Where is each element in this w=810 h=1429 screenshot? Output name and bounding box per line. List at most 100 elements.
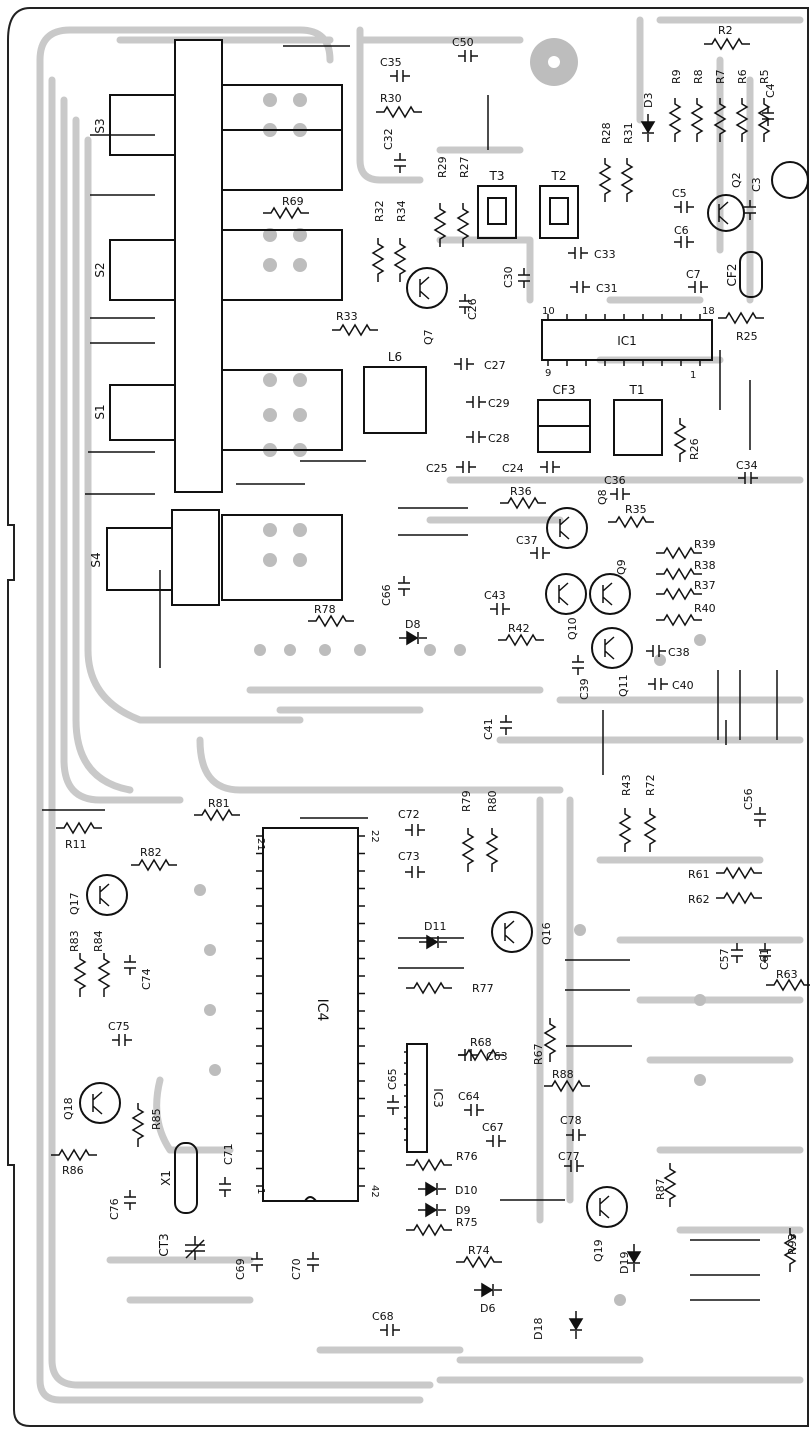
label-r82: R82 <box>140 846 162 859</box>
resistor-r36 <box>500 496 546 510</box>
resistor-r40 <box>656 613 702 627</box>
capacitor-c34 <box>738 472 758 484</box>
label-r25: R25 <box>736 330 758 343</box>
label-q11: Q11 <box>617 674 630 697</box>
label-r5: R5 <box>758 69 771 84</box>
label-r35: R35 <box>625 503 647 516</box>
capacitor-c40 <box>648 678 668 690</box>
resistor-r75 <box>406 1223 452 1237</box>
resistor-r62 <box>716 891 762 905</box>
label-l6: L6 <box>388 350 402 364</box>
label-c39: C39 <box>578 678 591 700</box>
label-x1: X1 <box>159 1170 173 1186</box>
capacitor-c6 <box>674 236 694 248</box>
label-r80: R80 <box>486 790 499 812</box>
label-c41: C41 <box>482 718 495 740</box>
t3 <box>477 185 517 239</box>
diode-d11 <box>419 934 447 950</box>
label-r7: R7 <box>714 69 727 84</box>
resistor-r83 <box>73 953 87 997</box>
label-r68: R68 <box>470 1036 492 1049</box>
label-d8: D8 <box>405 618 420 631</box>
resistor-r76 <box>406 1158 452 1172</box>
transistor-symbol <box>604 636 615 660</box>
transistor-symbol <box>718 201 729 225</box>
transistor-symbol <box>92 1091 103 1115</box>
diode-d3 <box>640 114 656 142</box>
pin-ic1-18: 18 <box>702 306 715 317</box>
resistor-r68 <box>458 1048 504 1062</box>
label-c73: C73 <box>398 850 420 863</box>
label-c71: C71 <box>222 1143 235 1165</box>
label-c64: C64 <box>458 1090 480 1103</box>
capacitor-c37 <box>530 547 550 559</box>
q9 <box>589 573 631 615</box>
label-c28: C28 <box>488 432 510 445</box>
pin-ic4-22: 22 <box>369 830 380 843</box>
resistor-r6 <box>735 98 749 142</box>
label-r81: R81 <box>208 797 230 810</box>
label-c5: C5 <box>672 187 687 200</box>
label-ic1: IC1 <box>617 334 637 348</box>
label-c57: C57 <box>718 948 731 970</box>
copper-traces <box>36 16 804 1404</box>
capacitor-c57 <box>731 943 743 963</box>
label-c30: C30 <box>502 266 515 288</box>
label-r26: R26 <box>688 438 701 460</box>
wire-links <box>42 45 778 1301</box>
capacitor-c38 <box>646 645 666 657</box>
label-r37: R37 <box>694 579 716 592</box>
label-ic3: IC3 <box>431 1088 445 1108</box>
label-r62: R62 <box>688 893 710 906</box>
capacitor-c61 <box>759 943 771 963</box>
label-r77: R77 <box>472 982 494 995</box>
pin-ic4-1: 1 <box>255 1188 266 1194</box>
label-d19: D19 <box>618 1252 631 1274</box>
capacitor-c64 <box>464 1104 484 1116</box>
resistor-r78 <box>308 614 354 628</box>
part-labels: S3 S2 S1 S4 IC1 IC3 IC4 T3 T2 T1 L6 CF3 … <box>89 118 739 1256</box>
transistor-symbol <box>599 1195 610 1219</box>
label-s1: S1 <box>93 404 107 419</box>
pads <box>194 38 706 1306</box>
label-c35: C35 <box>380 56 402 69</box>
q11 <box>591 627 633 669</box>
resistor-r11 <box>56 821 102 835</box>
resistor-r30 <box>376 105 422 119</box>
label-cf3: CF3 <box>553 383 576 397</box>
capacitor-c43 <box>490 603 510 615</box>
label-q19: Q19 <box>592 1239 605 1262</box>
label-r87: R87 <box>654 1178 667 1200</box>
switch-s4 <box>106 527 173 591</box>
resistor-r32 <box>371 238 385 282</box>
label-c33: C33 <box>594 248 616 261</box>
capacitor-c39 <box>572 655 584 675</box>
label-q8: Q8 <box>596 489 609 505</box>
resistor-r2 <box>704 37 750 51</box>
capacitor-c69 <box>251 1252 263 1272</box>
switch-s1 <box>109 384 176 441</box>
label-r75: R75 <box>456 1216 478 1229</box>
label-r88: R88 <box>552 1068 574 1081</box>
label-r36: R36 <box>510 485 532 498</box>
label-r28: R28 <box>600 122 613 144</box>
label-ic4: IC4 <box>314 999 330 1022</box>
capacitor-c73 <box>405 866 425 878</box>
capacitor-c24 <box>540 461 560 473</box>
label-r30: R30 <box>380 92 402 105</box>
resistor-r74 <box>456 1255 502 1269</box>
label-c68: C68 <box>372 1310 394 1323</box>
label-c50: C50 <box>452 36 474 49</box>
transistor-symbol <box>419 276 430 300</box>
transistor-symbol <box>558 582 569 606</box>
label-c40: C40 <box>672 679 694 692</box>
diode-d19 <box>626 1244 642 1272</box>
label-r31: R31 <box>622 122 635 144</box>
switch-s2 <box>109 239 176 301</box>
capacitor-c36 <box>610 488 630 500</box>
capacitor-c77 <box>564 1160 584 1172</box>
crystal-x1 <box>174 1142 198 1214</box>
diode-d18 <box>568 1311 584 1339</box>
label-c66: C66 <box>380 584 393 606</box>
ic3-body <box>406 1043 428 1153</box>
